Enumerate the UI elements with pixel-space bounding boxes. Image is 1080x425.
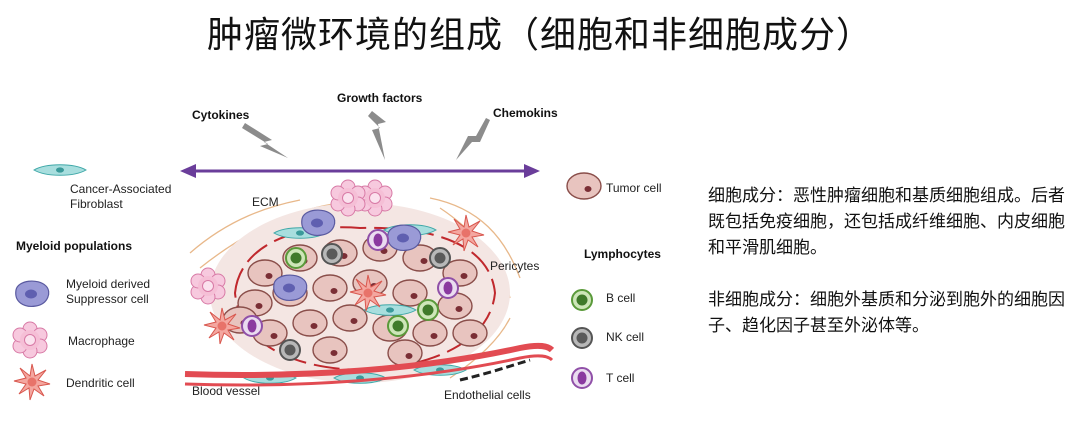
label-cytokines: Cytokines: [192, 108, 250, 122]
cellular-components-text: 细胞成分：恶性肿瘤细胞和基质细胞组成。后者既包括免疫细胞，还包括成纤维细胞、内皮…: [708, 186, 1065, 258]
label-tumor-cell: Tumor cell: [606, 181, 662, 195]
label-t-cell: T cell: [606, 371, 634, 385]
tumor-microenvironment-diagram: Cytokines Growth factors Chemokins Cance…: [12, 91, 662, 402]
t-cell-legend-icon: [571, 367, 593, 389]
label-caf-line1: Cancer-Associated: [70, 182, 171, 196]
lymphocytes-heading: Lymphocytes: [584, 247, 661, 261]
caf-legend-icon: [33, 164, 87, 176]
label-mdsc-line1: Myeloid derived: [66, 277, 150, 291]
blood-vessel: [184, 342, 555, 387]
b-cell-legend-icon: [571, 289, 593, 311]
myeloid-heading: Myeloid populations: [16, 239, 132, 253]
label-ecm: ECM: [252, 195, 279, 209]
dendritic-legend-icon: [13, 363, 51, 401]
lightning-icon: [456, 118, 490, 160]
signal-lightning-icons: [242, 111, 490, 160]
page-title: 肿瘤微环境的组成（细胞和非细胞成分）: [206, 15, 873, 56]
lightning-icon: [242, 123, 288, 158]
lightning-icon: [368, 111, 386, 160]
tumor-cell-legend-icon: [566, 172, 602, 200]
label-dendritic: Dendritic cell: [66, 376, 135, 390]
label-nk-cell: NK cell: [606, 330, 644, 344]
label-blood-vessel: Blood vessel: [192, 384, 260, 398]
label-growth-factors: Growth factors: [337, 91, 423, 105]
diffusion-arrow: [180, 164, 540, 178]
label-chemokins: Chemokins: [493, 106, 558, 120]
label-caf-line2: Fibroblast: [70, 197, 123, 211]
label-macrophage: Macrophage: [68, 334, 135, 348]
label-b-cell: B cell: [606, 291, 635, 305]
label-endothelial: Endothelial cells: [444, 388, 531, 402]
nk-cell-legend-icon: [571, 327, 593, 349]
macrophage-legend-icon: [12, 321, 48, 359]
label-mdsc-line2: Suppressor cell: [66, 292, 149, 306]
noncellular-components-text: 非细胞成分：细胞外基质和分泌到胞外的细胞因子、趋化因子甚至外泌体等。: [708, 290, 1065, 336]
mdsc-legend-icon: [15, 280, 50, 307]
label-pericytes: Pericytes: [490, 259, 539, 273]
